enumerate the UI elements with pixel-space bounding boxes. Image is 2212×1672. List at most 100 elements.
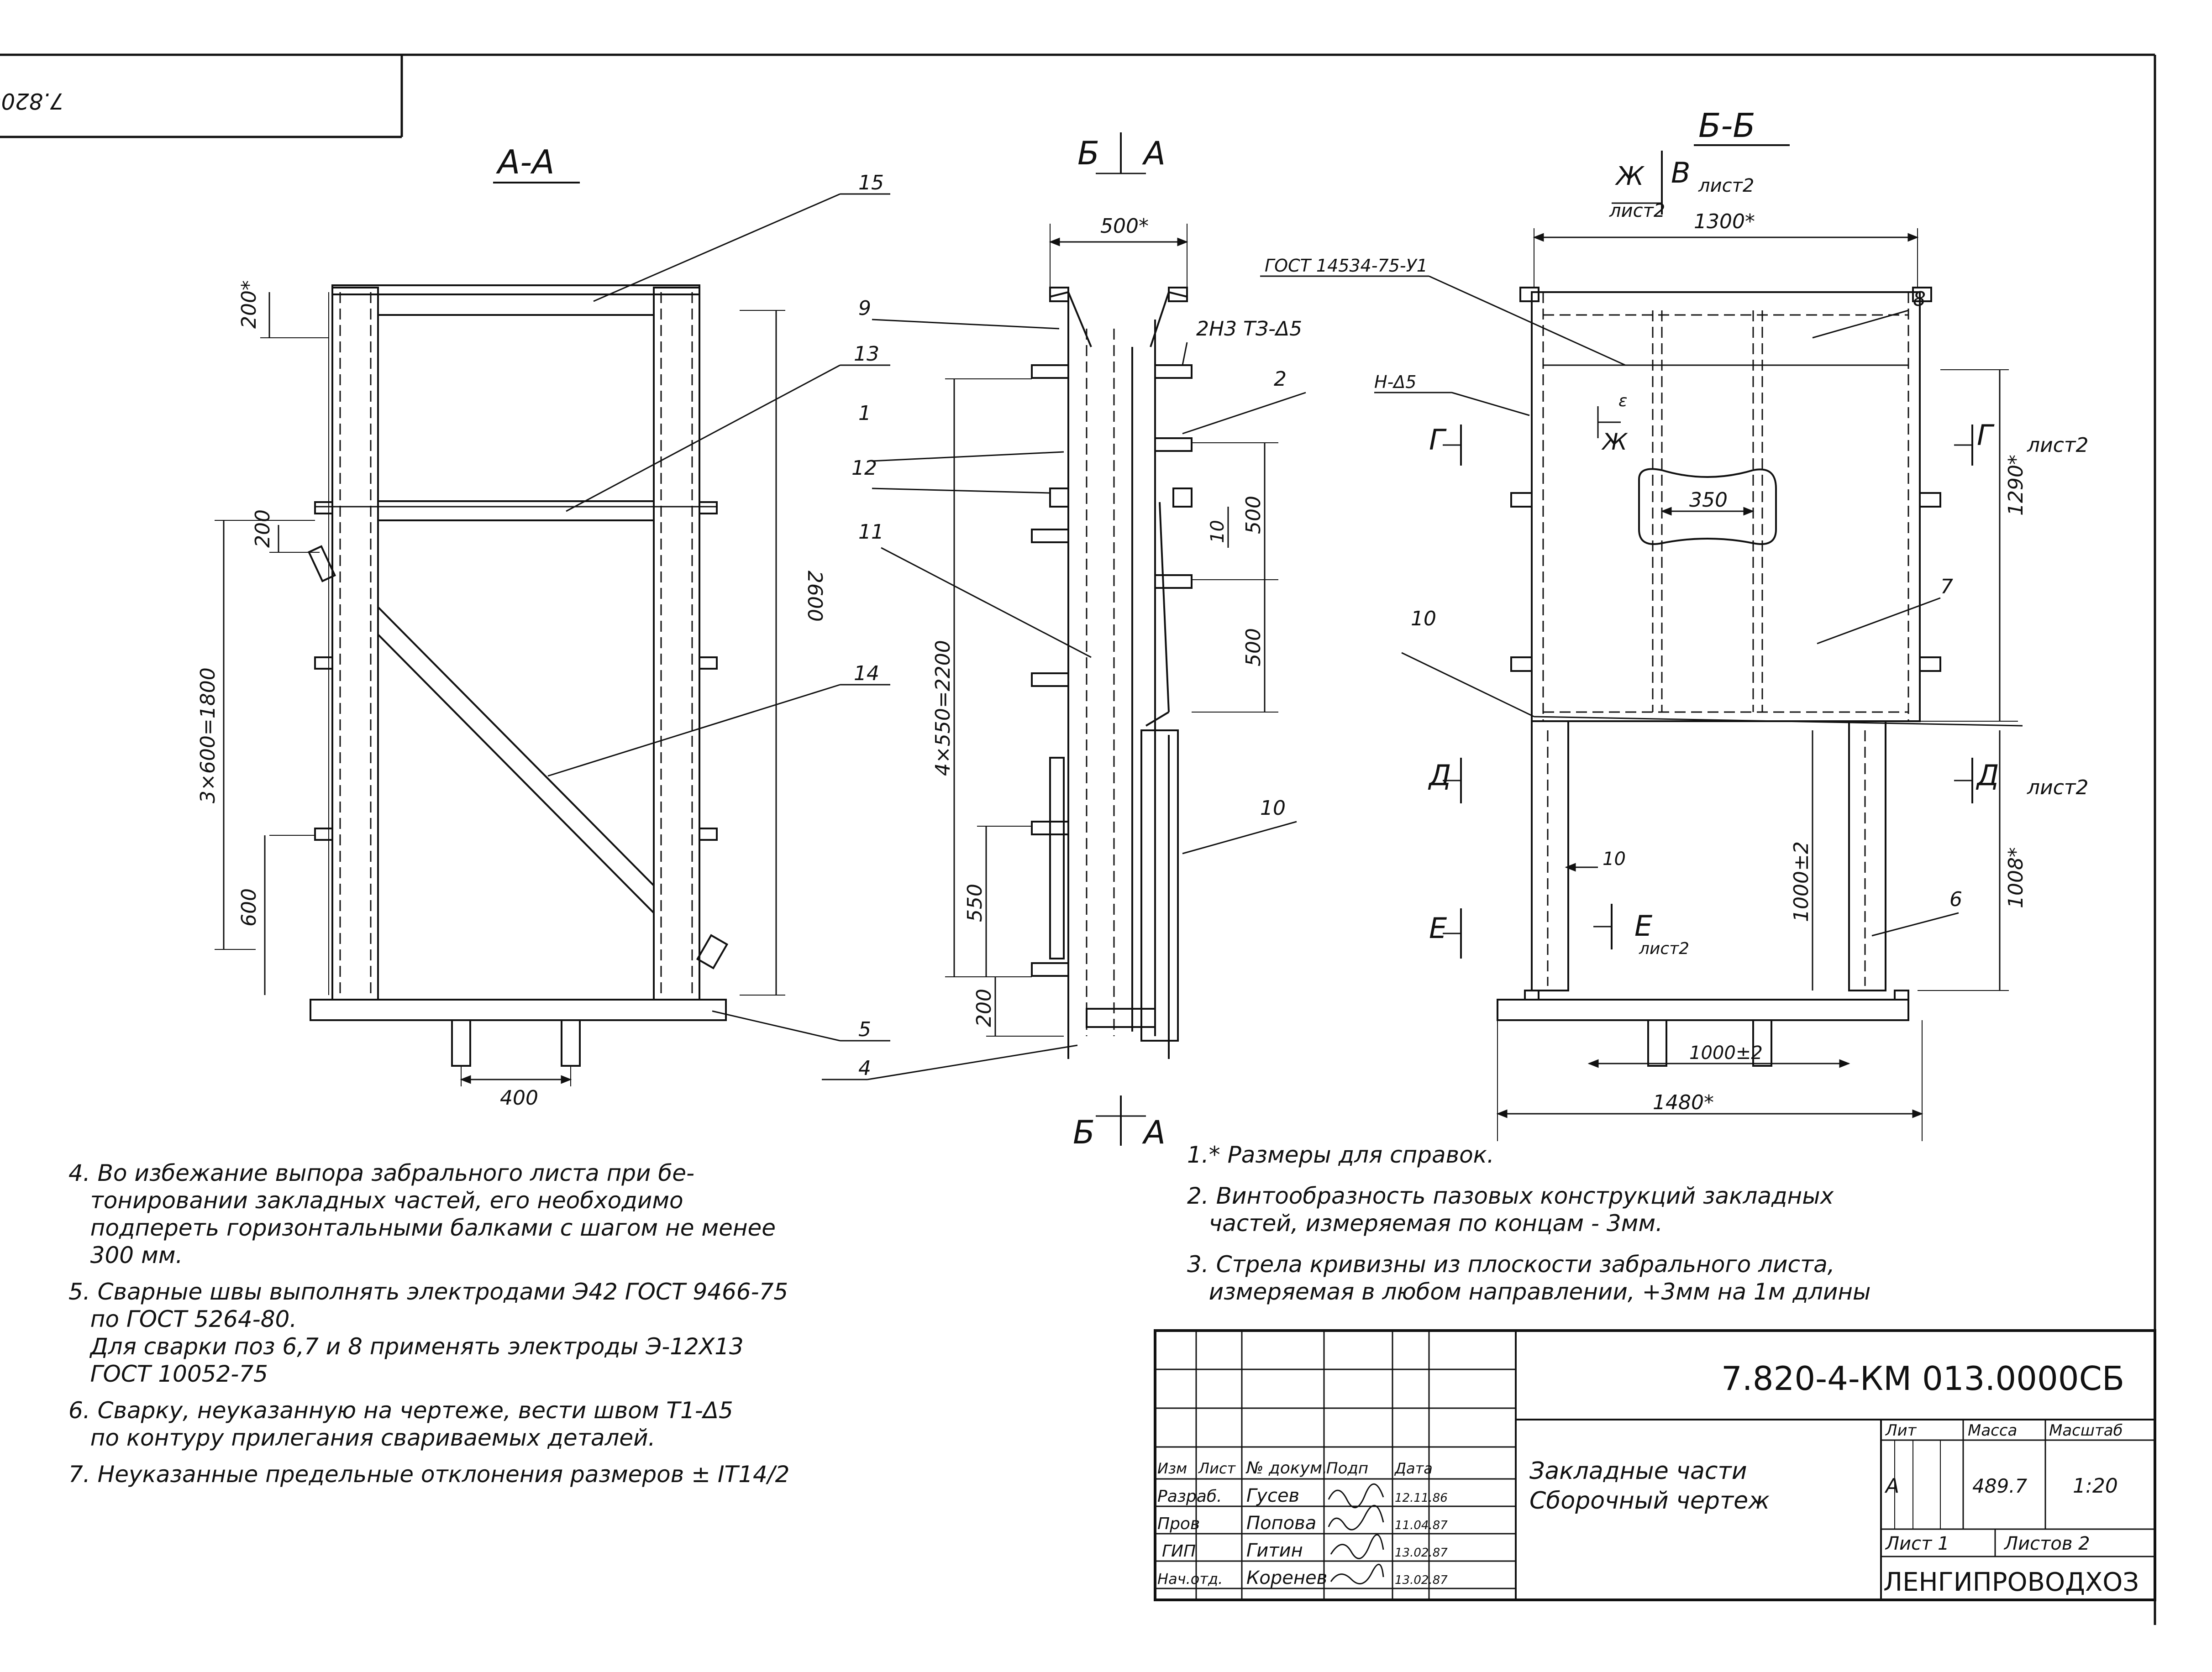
- bb-opening: [1638, 468, 1777, 545]
- signature-4: [1330, 1563, 1384, 1584]
- side-callout-4: 4: [858, 1057, 871, 1080]
- aa-callout-14: 14: [854, 662, 879, 685]
- side-dim-200: 200: [972, 989, 996, 1027]
- side-dim-550: 550: [963, 884, 987, 922]
- note-line: 7. Неуказанные предельные отклонения раз…: [68, 1461, 790, 1488]
- bb-callout-6: 6: [1949, 888, 1962, 911]
- note-line: 300 мм.: [68, 1242, 183, 1268]
- signature-3: [1330, 1534, 1384, 1559]
- tb-row3-name: Гитин: [1246, 1540, 1303, 1561]
- bb-weld-ref: Н-Δ5: [1374, 372, 1416, 392]
- bb-right-leg: [1848, 720, 1886, 991]
- aa-callout-13: 13: [854, 342, 879, 366]
- side-callout-2: 2: [1274, 367, 1287, 391]
- tb-lit-label: Лит: [1885, 1421, 1917, 1440]
- bb-base-plate: [1497, 999, 1909, 1021]
- tb-row2-name: Попова: [1246, 1513, 1316, 1534]
- side-callout-1: 1: [858, 402, 871, 425]
- tb-row3-role: ГИП: [1162, 1542, 1196, 1561]
- note-line: измеряемая в любом направлении, +3мм на …: [1187, 1279, 1871, 1305]
- tb-mass-label: Масса: [1968, 1421, 2017, 1440]
- bb-callout-10: 10: [1411, 607, 1436, 630]
- aa-dim-top: 200*: [237, 280, 261, 329]
- bb-callout-7: 7: [1940, 575, 1953, 598]
- view-aa-title: А-А: [496, 143, 555, 181]
- tb-lit-value: А: [1884, 1474, 1899, 1498]
- bb-mark-e-sheet: лист2: [1639, 939, 1689, 958]
- view-side: [822, 132, 1306, 1146]
- aa-beam-15: [377, 294, 655, 316]
- view-bb-text: Б-Б Ж лист2 В лист2 1300* ГОСТ 14534-75-…: [1265, 106, 2089, 1114]
- tb-header-sign: Подп: [1326, 1459, 1368, 1478]
- side-weld: 2Н3 ТЗ-Δ5: [1196, 317, 1302, 341]
- note-line: 4. Во избежание выпора забрального листа…: [68, 1160, 695, 1186]
- title-block-text: 7.820-4-КМ 013.0000СБ Закладные части Сб…: [1157, 1359, 2139, 1597]
- bb-mark-e-left: Е: [1429, 912, 1447, 945]
- bb-dim-1290: 1290*: [2004, 455, 2028, 516]
- notes-left: 4. Во избежание выпора забрального листа…: [68, 1159, 1137, 1488]
- bb-mark-e-right: Е: [1634, 909, 1653, 943]
- side-dim-500b: 500: [1242, 628, 1265, 666]
- tb-row1-date: 12.11.86: [1395, 1491, 1448, 1505]
- tb-title-line1: Закладные части: [1529, 1457, 1747, 1485]
- bb-dim-1480: 1480*: [1653, 1091, 1714, 1114]
- bb-mark-zh: Ж: [1601, 429, 1628, 455]
- side-cut-top-right: А: [1142, 135, 1166, 172]
- side-dim-500a: 500: [1242, 496, 1265, 534]
- aa-dim-200: 200: [251, 509, 274, 548]
- tb-row3-date: 13.02.87: [1395, 1546, 1448, 1560]
- bb-dim-1008: 1008*: [2004, 847, 2028, 908]
- view-bb: [1260, 144, 2023, 1141]
- tb-row2-date: 11.04.87: [1395, 1519, 1448, 1532]
- bb-mark-g-right: Г: [1977, 419, 1995, 452]
- bb-cut-zh-sheet: лист2: [1609, 200, 1665, 221]
- aa-callout-15: 15: [858, 171, 884, 194]
- view-aa-text: А-А 200* 200 3×600=1800 600 2600 400 15 …: [196, 143, 884, 1110]
- bb-left-leg: [1531, 720, 1569, 991]
- side-callout-11: 11: [858, 520, 884, 544]
- tb-org: ЛЕНГИПРОВОДХОЗ: [1883, 1567, 2139, 1597]
- tb-sheets-label: Листов 2: [2003, 1533, 2090, 1554]
- side-dim-total: 4×550=2200: [931, 640, 955, 776]
- side-callout-9: 9: [858, 297, 871, 320]
- note-line: по ГОСТ 5264-80.: [68, 1306, 297, 1332]
- note-line: по контуру прилегания свариваемых детале…: [68, 1425, 656, 1451]
- view-bb-title: Б-Б: [1698, 106, 1755, 145]
- aa-dim-total: 2600: [803, 571, 826, 622]
- note-line: тонировании закладных частей, его необхо…: [68, 1187, 683, 1214]
- bb-mark-g-left: Г: [1429, 423, 1447, 456]
- aa-callout-5: 5: [858, 1018, 871, 1041]
- tb-row1-role: Разраб.: [1157, 1487, 1222, 1506]
- note-line: 2. Винтообразность пазовых конструкций з…: [1187, 1183, 1834, 1209]
- aa-base-plate: [310, 999, 727, 1021]
- side-cut-bottom-right: А: [1142, 1114, 1166, 1151]
- tb-row2-role: Пров: [1157, 1515, 1200, 1533]
- signature-2: [1328, 1504, 1384, 1530]
- tb-title-line2: Сборочный чертеж: [1529, 1487, 1770, 1515]
- tb-header-izm: Изм: [1157, 1460, 1187, 1477]
- aa-dim-span: 3×600=1800: [196, 667, 220, 803]
- title-block-grid: [1154, 1329, 2156, 1601]
- bb-callout-8: 8: [1913, 288, 1926, 311]
- bb-gost: ГОСТ 14534-75-У1: [1265, 256, 1428, 276]
- tb-row4-date: 13.02.87: [1395, 1573, 1448, 1587]
- bb-mark-d-left: Д: [1428, 759, 1451, 792]
- aa-dim-base: 400: [500, 1086, 538, 1110]
- tb-header-doc: № докум.: [1245, 1459, 1327, 1478]
- note-line: 3. Стрела кривизны из плоскости забральн…: [1187, 1251, 1835, 1278]
- tb-row4-role: Нач.отд.: [1157, 1570, 1223, 1588]
- tb-mass-value: 489.7: [1972, 1475, 2028, 1497]
- bb-mark-d-right: Д: [1976, 759, 1999, 792]
- bb-dim-opening: 350: [1689, 488, 1728, 512]
- bb-dim-1000-h: 1000±2: [1689, 1043, 1763, 1064]
- note-line: подпереть горизонтальными балками с шаго…: [68, 1215, 776, 1241]
- side-dim-10: 10: [1207, 520, 1228, 543]
- bb-mark-d-sheet: лист2: [2027, 776, 2089, 799]
- side-callout-10: 10: [1260, 797, 1286, 820]
- bb-dim-width: 1300*: [1694, 210, 1755, 233]
- tb-header-list: Лист: [1198, 1460, 1236, 1477]
- note-line: 1.* Размеры для справок.: [1187, 1142, 1494, 1168]
- side-dim-width: 500*: [1100, 215, 1149, 238]
- bb-cut-zh: Ж: [1615, 162, 1645, 191]
